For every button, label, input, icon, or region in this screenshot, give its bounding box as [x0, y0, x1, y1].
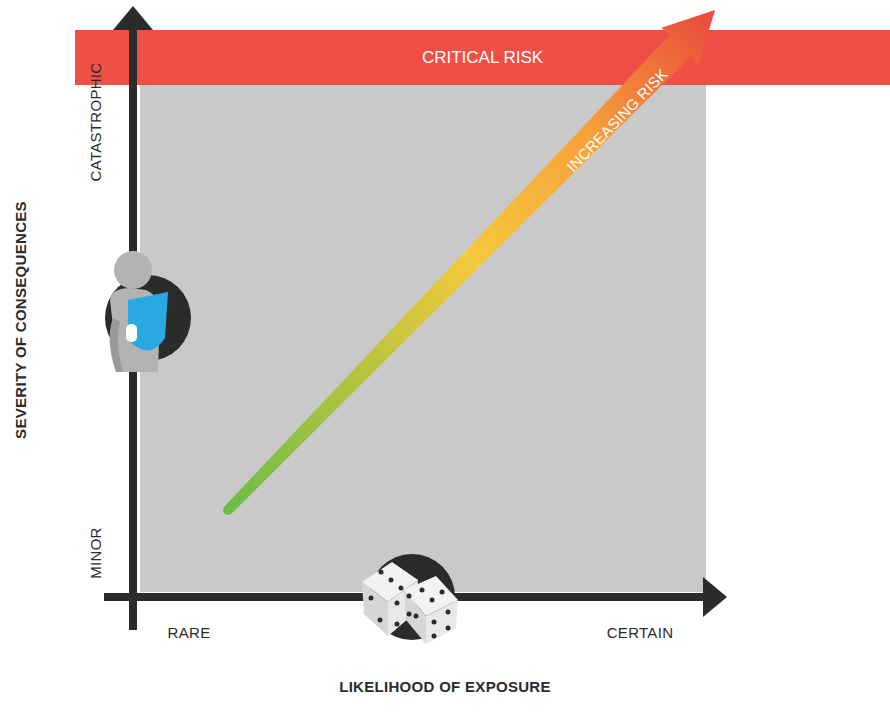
x-axis-head [703, 577, 727, 617]
severity-min: MINOR [87, 527, 104, 579]
likelihood-min: RARE [168, 624, 211, 641]
risk-arrow [206, 0, 734, 532]
critical-risk-band: CRITICAL RISK [75, 30, 890, 85]
band-label: CRITICAL RISK [422, 48, 543, 68]
likelihood-max: CERTAIN [607, 624, 674, 641]
y-axis-head [113, 6, 153, 30]
severity-max: CATASTROPHIC [87, 63, 104, 182]
y-axis-title: SEVERITY OF CONSEQUENCES [12, 201, 29, 439]
dice-icon [362, 554, 458, 644]
critical-band-fill [75, 30, 890, 85]
injured-person-icon [105, 251, 191, 372]
x-axis-title: LIKELIHOOD OF EXPOSURE [339, 678, 551, 695]
